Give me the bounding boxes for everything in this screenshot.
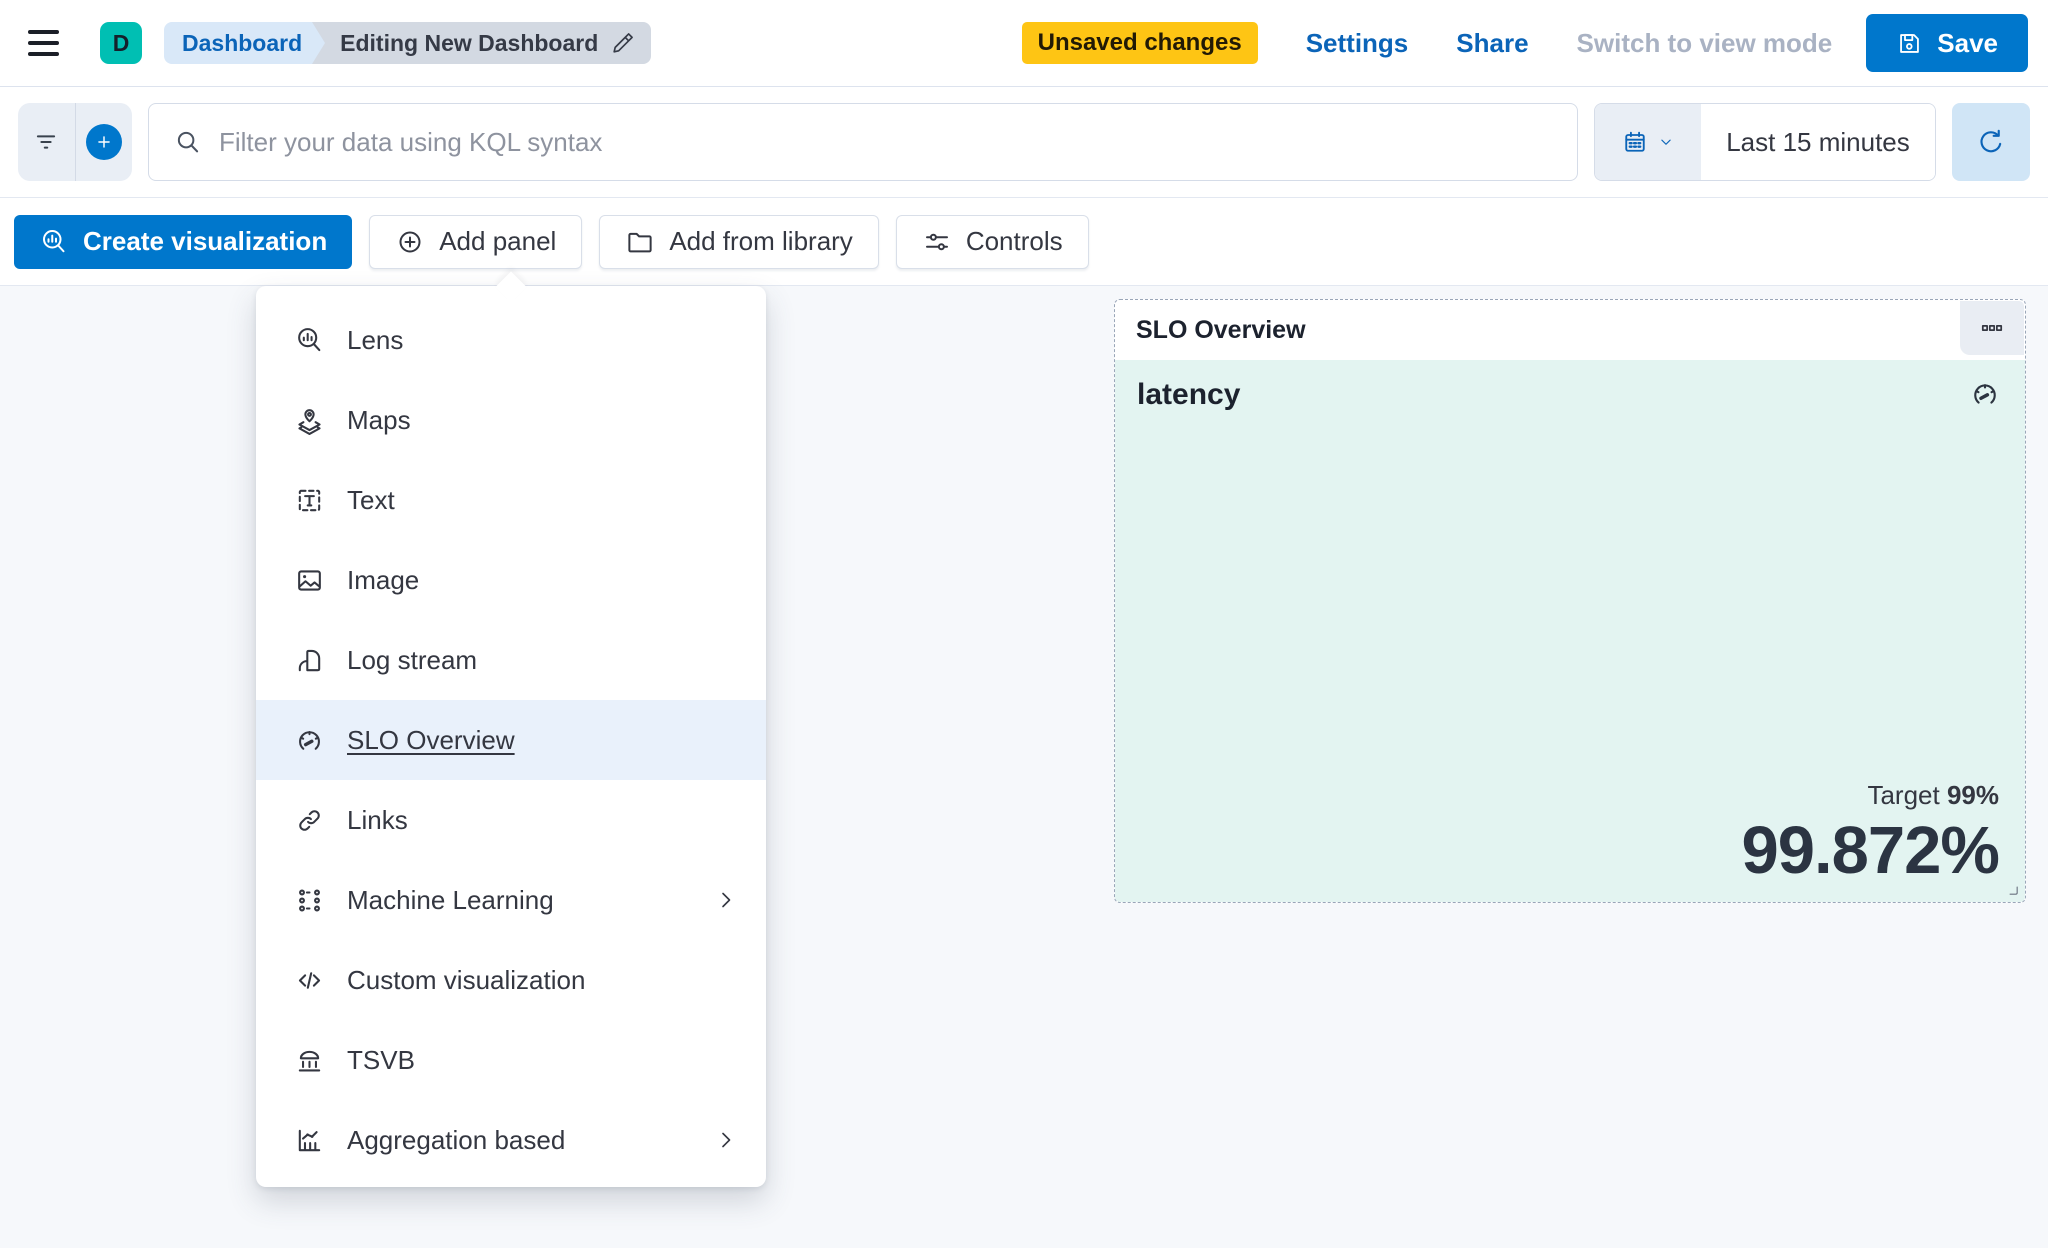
add-filter-button[interactable] <box>74 103 133 181</box>
lens-icon <box>294 325 325 356</box>
add-panel-popover: Lens Maps Text Image Log stream SLO Over… <box>256 286 766 1187</box>
machine-learning-icon <box>294 885 325 916</box>
chevron-right-icon <box>714 1128 738 1152</box>
menu-item-maps[interactable]: Maps <box>256 380 766 460</box>
gauge-icon <box>1969 378 2001 410</box>
create-visualization-button[interactable]: Create visualization <box>14 214 353 269</box>
sli-value: 99.872% <box>1741 813 2000 888</box>
kql-search-bar <box>148 103 1578 181</box>
calendar-icon <box>1621 128 1649 156</box>
target-value: 99% <box>1946 780 1999 810</box>
lens-icon <box>39 227 69 257</box>
slo-overview-panel[interactable]: SLO Overview latency Target 99% 99.872% <box>1114 299 2026 903</box>
link-icon <box>294 805 325 836</box>
controls-button[interactable]: Controls <box>895 214 1089 269</box>
panel-title: SLO Overview <box>1136 315 1306 344</box>
calendar-dropdown-button[interactable] <box>1595 104 1701 180</box>
dashboard-toolbar: Create visualization Add panel Add from … <box>0 198 2048 286</box>
save-icon <box>1896 30 1923 57</box>
settings-link[interactable]: Settings <box>1305 27 1409 58</box>
time-range-picker: Last 15 minutes <box>1594 103 1936 181</box>
menu-item-image[interactable]: Image <box>256 540 766 620</box>
breadcrumb: Dashboard Editing New Dashboard <box>164 22 652 64</box>
panel-options-button[interactable] <box>1960 301 2024 355</box>
plus-icon <box>85 124 122 160</box>
add-panel-button[interactable]: Add panel <box>369 214 583 269</box>
aggregation-icon <box>294 1125 325 1156</box>
breadcrumb-dashboard[interactable]: Dashboard <box>164 22 326 64</box>
gauge-icon <box>294 725 325 756</box>
slo-metric: Target 99% 99.872% <box>1742 780 2000 884</box>
add-panel-menu-list: Lens Maps Text Image Log stream SLO Over… <box>256 286 766 1194</box>
menu-item-machine-learning[interactable]: Machine Learning <box>256 860 766 940</box>
breadcrumb-editing-new-dashboard[interactable]: Editing New Dashboard <box>312 22 652 64</box>
refresh-button[interactable] <box>1952 103 2030 181</box>
plus-circle-icon <box>395 227 425 257</box>
code-icon <box>294 965 325 996</box>
pencil-icon[interactable] <box>610 31 635 56</box>
menu-item-log-stream[interactable]: Log stream <box>256 620 766 700</box>
time-range-value[interactable]: Last 15 minutes <box>1701 104 1935 180</box>
image-icon <box>294 565 325 596</box>
filter-icon <box>31 127 61 157</box>
menu-item-text[interactable]: Text <box>256 460 766 540</box>
boxes-horizontal-icon <box>1979 315 2005 341</box>
text-icon <box>294 485 325 516</box>
sliders-icon <box>922 227 952 257</box>
dashboard-canvas: Lens Maps Text Image Log stream SLO Over… <box>0 286 2048 1248</box>
menu-item-tsvb[interactable]: TSVB <box>256 1020 766 1100</box>
chevron-right-icon <box>714 888 738 912</box>
log-stream-icon <box>294 645 325 676</box>
top-navigation-bar: D Dashboard Editing New Dashboard Unsave… <box>0 0 2048 87</box>
kql-search-input[interactable] <box>219 126 1553 158</box>
folder-icon <box>625 227 655 257</box>
add-from-library-button[interactable]: Add from library <box>599 214 879 269</box>
menu-item-aggregation-based[interactable]: Aggregation based <box>256 1100 766 1180</box>
panel-resize-handle[interactable] <box>2003 880 2020 897</box>
menu-item-custom-visualization[interactable]: Custom visualization <box>256 940 766 1020</box>
menu-item-lens[interactable]: Lens <box>256 300 766 380</box>
refresh-icon <box>1975 126 2007 158</box>
hamburger-icon[interactable] <box>28 20 74 66</box>
panel-header: SLO Overview <box>1115 300 2025 360</box>
avatar[interactable]: D <box>100 22 142 64</box>
chevron-down-icon <box>1657 133 1675 151</box>
maps-icon <box>294 405 325 436</box>
slo-panel-body: latency Target 99% 99.872% <box>1115 360 2025 902</box>
share-link[interactable]: Share <box>1456 27 1529 58</box>
filter-menu-button[interactable] <box>18 103 75 181</box>
slo-name: latency <box>1137 378 1241 411</box>
query-bar: Last 15 minutes <box>0 87 2048 198</box>
search-icon <box>173 127 203 157</box>
target-label: Target <box>1867 780 1940 810</box>
menu-item-slo-overview[interactable]: SLO Overview <box>256 700 766 780</box>
tsvb-icon <box>294 1045 325 1076</box>
menu-item-links[interactable]: Links <box>256 780 766 860</box>
unsaved-changes-badge: Unsaved changes <box>1021 22 1258 64</box>
switch-to-view-mode-link[interactable]: Switch to view mode <box>1576 27 1833 58</box>
save-button[interactable]: Save <box>1866 14 2028 72</box>
filter-button-group <box>18 103 132 181</box>
